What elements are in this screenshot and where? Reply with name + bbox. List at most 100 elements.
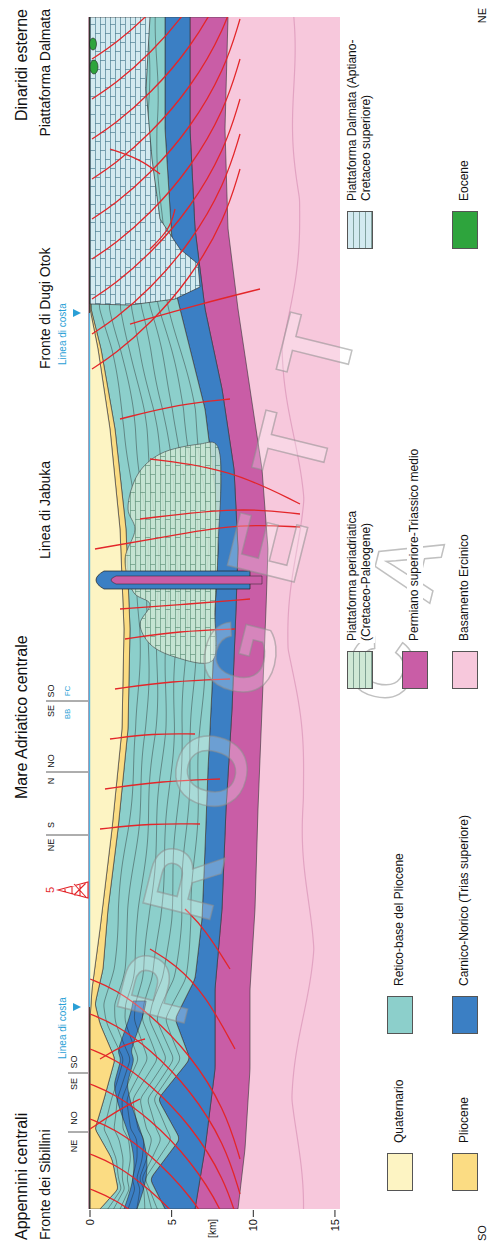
- depth-axis-label: 15: [329, 1219, 341, 1231]
- section-label: SE: [70, 1078, 80, 1090]
- well-symbol: [58, 882, 88, 898]
- structure-label: Linea di Jabuka: [38, 461, 53, 559]
- fault-line: [105, 779, 220, 789]
- orientation-tick: [46, 772, 88, 773]
- diapir-core: [111, 576, 262, 584]
- legend-text: Carnico-Norico (Trias superiore): [457, 813, 473, 988]
- orientation-tick: [46, 835, 88, 836]
- legend-text: Pliocene: [457, 1095, 473, 1145]
- legend-swatch: [452, 996, 478, 1034]
- section-label: NE: [476, 8, 488, 23]
- structure-label: Piattaforma Dalmata: [38, 9, 53, 137]
- fault-line: [90, 1049, 240, 1209]
- coastline-marker: [73, 309, 81, 317]
- fault-line: [140, 510, 300, 519]
- fault-line: [100, 824, 200, 829]
- fault-line: [115, 679, 230, 689]
- basement-layer: [88, 17, 340, 1209]
- legend-swatch: [387, 996, 413, 1034]
- section-label: BB: [64, 709, 73, 720]
- fault-line: [92, 17, 240, 179]
- orientation-tick: [68, 1132, 88, 1133]
- legend-swatch: [452, 211, 478, 249]
- legend-item: Basamento Ercinico: [452, 532, 478, 689]
- fault-line: [90, 979, 240, 1159]
- depth-axis-label: 5: [166, 1219, 178, 1225]
- structure-label: Fronte dei Sibillini: [38, 1130, 53, 1241]
- legend-text: Quaternario: [392, 1078, 408, 1145]
- legend-item: Carnico-Norico (Trias superiore): [452, 813, 478, 1034]
- depth-axis-label: 0: [84, 1219, 96, 1225]
- legend-item: Eocene: [452, 158, 478, 249]
- fault-line: [92, 59, 240, 259]
- section-label: SO: [70, 1055, 80, 1068]
- fault-line: [120, 399, 230, 419]
- depth-axis-label: 10: [247, 1219, 259, 1231]
- section-label: Linea di costa: [57, 997, 68, 1059]
- legend-item: Piattaforma Dalmata (Aptiano-Cretaceo su…: [347, 19, 373, 249]
- depth-tick: [334, 1210, 335, 1217]
- legend-text: Basamento Ercinico: [457, 532, 473, 643]
- legend-swatch: [347, 651, 373, 689]
- legend-swatch: [402, 651, 428, 689]
- basement-internal-line: [282, 17, 314, 1209]
- fault-line: [92, 99, 240, 299]
- region-label: Mare Adriatico centrale: [13, 635, 31, 799]
- fault-line: [90, 1154, 240, 1209]
- section-layers: [88, 17, 340, 1209]
- section-label: NE: [47, 839, 57, 852]
- section-label: N: [47, 778, 57, 785]
- legend-item: Pliocene: [452, 1095, 478, 1191]
- legend-item: Permiano superiore-Triassico medio: [402, 447, 428, 689]
- fault-line: [110, 734, 195, 739]
- section-label: FC: [64, 686, 73, 697]
- legend-text: Eocene: [457, 158, 473, 203]
- orientation-tick: [46, 701, 88, 702]
- section-label: Linea di costa: [57, 303, 68, 365]
- legend-swatch: [347, 211, 373, 249]
- structure-label: Fronte di Dugi Otok: [38, 248, 53, 369]
- legend-swatch: [452, 1153, 478, 1191]
- dalmatian-platform: [90, 17, 200, 305]
- region-label: Dinaridi esterne: [13, 9, 31, 121]
- legend-swatch: [387, 1153, 413, 1191]
- fault-line: [92, 17, 240, 99]
- fault-line: [90, 1099, 140, 1129]
- eocene-lens: [90, 60, 98, 74]
- fault-line: [150, 209, 175, 249]
- fault-line: [130, 289, 260, 324]
- legend-item: Retico-base del Pliocene: [387, 851, 413, 1034]
- fault-line: [120, 599, 250, 609]
- watermark: PROGETT: [100, 268, 382, 1033]
- fault-line: [92, 17, 240, 59]
- orientation-tick: [68, 1073, 88, 1074]
- legend-text: Piattaforma Dalmata (Aptiano-Cretaceo su…: [345, 19, 375, 203]
- eocene-lens: [90, 38, 97, 50]
- fault-line: [90, 1014, 240, 1194]
- fault-line: [90, 1119, 240, 1209]
- depth-tick: [171, 1210, 172, 1217]
- section-label: NE: [70, 1140, 80, 1153]
- fault-line: [185, 909, 230, 969]
- legend-text: Permiano superiore-Triassico medio: [407, 447, 423, 643]
- fault-line: [125, 629, 235, 639]
- depth-axis-label: [km]: [207, 1219, 218, 1238]
- depth-tick: [253, 1210, 254, 1217]
- fault-line: [92, 19, 240, 219]
- fault-line: [95, 526, 300, 549]
- fault-line: [92, 169, 240, 369]
- sea-line: [89, 313, 90, 1007]
- region-label: Appennini centrali: [13, 1113, 31, 1240]
- legend-item: Quaternario: [387, 1078, 413, 1191]
- fault-line: [150, 949, 235, 1049]
- legend-swatch: [452, 651, 478, 689]
- section-label: SO: [47, 684, 57, 697]
- section-label: S: [47, 822, 57, 828]
- section-label: SO: [476, 1225, 488, 1241]
- section-label: NO: [47, 754, 57, 768]
- section-label: SE: [47, 705, 57, 717]
- legend-item: Piattaforma periadriatica (Cretaceo-Pale…: [347, 459, 373, 689]
- legend-text: Piattaforma periadriatica (Cretaceo-Pale…: [345, 459, 375, 643]
- section-label: 5: [44, 887, 56, 893]
